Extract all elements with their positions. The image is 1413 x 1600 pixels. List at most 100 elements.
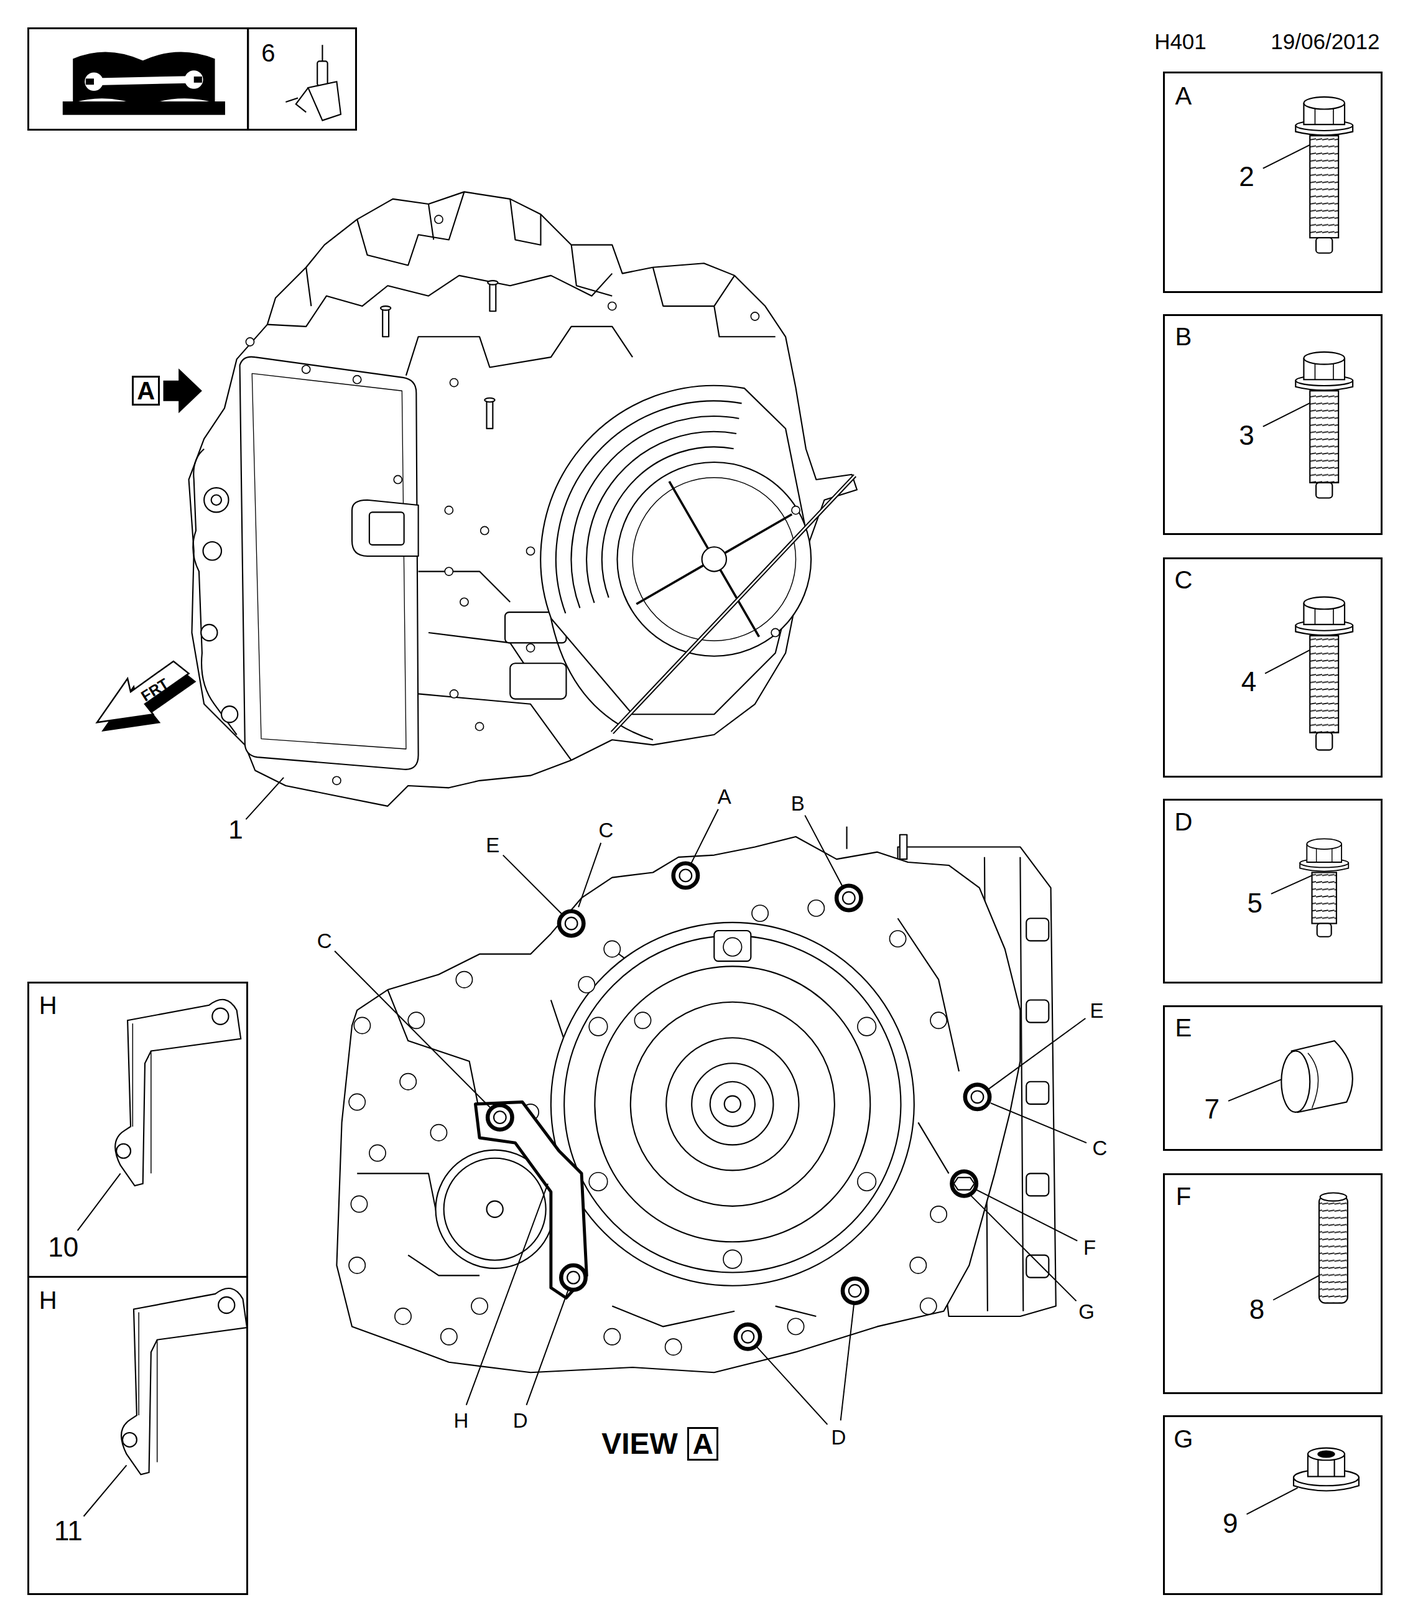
transmission-illustration [484,398,495,403]
direction-label: FRT [137,674,173,705]
tool-box-divider [246,27,249,131]
view-a-illustration [565,917,578,930]
view-title: VIEW [600,1427,680,1460]
transmission-illustration [251,373,407,749]
sealant-icon [296,87,309,112]
transmission-illustration [486,399,494,429]
view-a-illustration [603,940,621,957]
view-a-illustration [634,1011,651,1029]
transmission-illustration [444,506,453,515]
view-arrow [163,368,203,413]
leader-line [578,842,601,907]
view-a-illustration [842,891,856,905]
view-a-illustration [1026,1081,1049,1104]
front-arrow [97,661,190,723]
bolt-icon [1309,635,1339,733]
view-a-illustration [724,1095,741,1112]
manual-icon [85,78,94,85]
cap-icon [1281,1040,1353,1112]
view-a-illustration [336,836,1020,1372]
view-a-illustration [857,1172,877,1191]
bracket-icon [138,1311,158,1462]
transmission-illustration [203,487,229,512]
transmission-illustration [526,643,535,652]
bolt-icon [1315,732,1333,751]
callout-number: 11 [54,1516,83,1545]
view-a-illustration [369,1144,386,1161]
nut-icon [1307,1447,1345,1461]
view-a-illustration [356,917,959,1326]
view-a-illustration [723,937,742,956]
bolt-marker [836,885,861,910]
callout-number: 1 [227,815,244,844]
leader-line [466,1183,548,1405]
part-panel: G9 [1162,1414,1383,1595]
manual-icon [184,70,204,89]
sealant-icon [321,44,323,64]
transmission-illustration [702,546,727,571]
stud-icon [1319,1192,1348,1303]
manual-icon [73,52,214,106]
view-a-illustration [588,1016,608,1036]
view-a-illustration [588,937,876,1268]
leader-line [1271,875,1313,894]
callout-number: 7 [1204,1095,1220,1123]
callout-letter: D [511,1409,530,1432]
bolt-icon [1309,390,1339,483]
view-a-illustration [603,1328,621,1345]
part-panel: A2 [1162,71,1383,293]
bolt-icon [1315,237,1333,254]
callout-number: 6 [261,40,275,66]
nut-icon [1334,1457,1336,1477]
transmission-illustration [444,567,453,576]
tool-box-divider [246,27,249,131]
transmission-illustration [382,307,389,337]
nut-icon [1293,1447,1359,1491]
transmission-illustration [353,375,362,384]
bracket-icon [115,999,241,1186]
nut-icon [1317,1457,1319,1477]
callout-number: 3 [1238,421,1254,450]
view-a-illustration [493,869,984,1343]
bolt-marker [842,1278,867,1303]
callout-letter: F [1082,1235,1098,1258]
bolt-icon [1299,838,1349,871]
bolt-icon [1315,482,1333,499]
leader-line [804,815,843,887]
bolt-icon [1309,135,1339,238]
leader-line [1246,1487,1298,1515]
tool-box: 6 [27,27,357,131]
transmission-illustration [771,628,780,637]
part-panel: F8 [1162,1172,1383,1394]
view-letter: A [136,378,155,404]
view-a-illustration [594,965,871,1242]
view-a-illustration [486,1200,504,1218]
callout-letter: C [1090,1136,1109,1159]
panel-letter: G [1173,1426,1193,1451]
callout-number: 2 [1238,162,1254,191]
bolt-marker [673,863,698,888]
view-a-illustration [848,1284,862,1297]
transmission-illustration [211,495,222,505]
view-a-illustration [679,869,693,882]
callout-number: 5 [1246,889,1262,917]
bracket-icon [121,1287,247,1474]
callout-letter: B [789,792,807,815]
sealant-icon [285,97,298,102]
transmission-illustration [487,280,498,285]
part-panel: B3 [1162,314,1383,535]
view-a-illustration [440,1328,458,1345]
view-a-illustration [350,1195,367,1212]
leader-line [1228,1078,1284,1101]
manual-icon [194,76,203,83]
view-a-illustration [348,1093,366,1110]
view-marker: A [131,375,160,406]
part-panel: C4 [1162,557,1383,778]
bolt-marker [559,911,584,936]
view-a-illustration [899,834,907,859]
callout-letter: E [1088,999,1105,1022]
bolt-icon [1295,97,1353,136]
view-a-illustration [741,1330,755,1343]
transmission-illustration [240,356,419,770]
